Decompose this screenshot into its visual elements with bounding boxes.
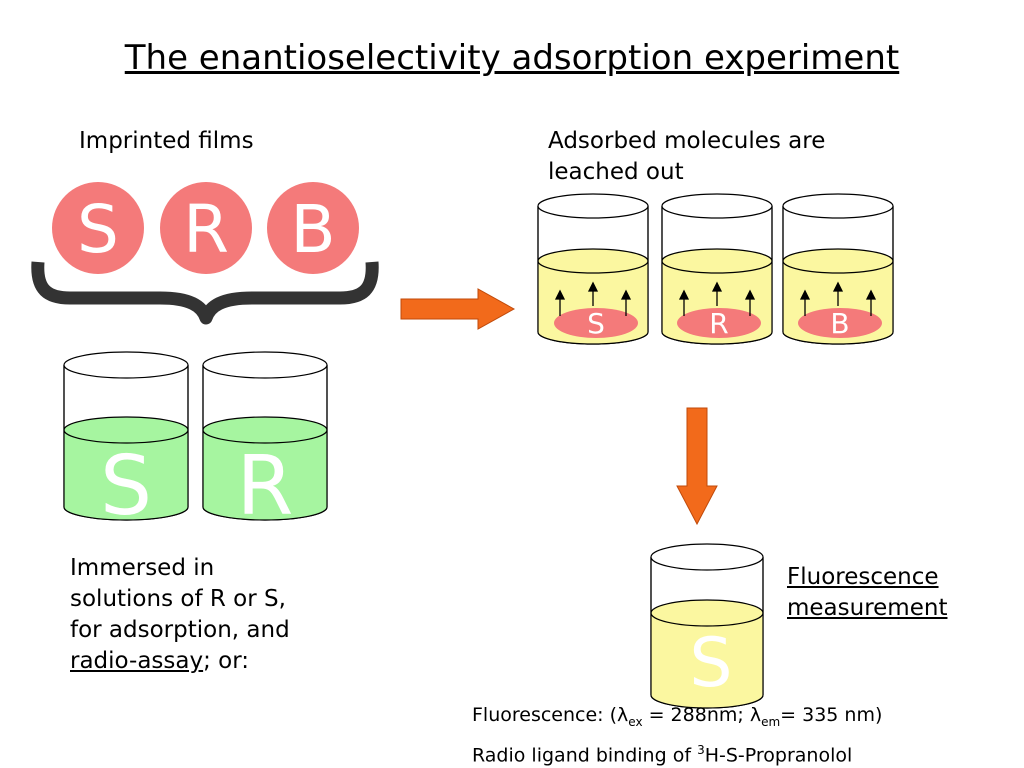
film-circle-s: S xyxy=(52,182,144,274)
yellow-label-s: S xyxy=(587,307,605,340)
radio-suffix: H-S-Propranolol xyxy=(704,744,853,767)
caption-line2: solutions of R or S, xyxy=(70,586,286,612)
release-arrows-b xyxy=(799,281,877,316)
fluor-prefix: Fluorescence: ( xyxy=(472,704,618,726)
beaker-b-yellow: B xyxy=(782,193,894,345)
caption-line3: for adsorption, and xyxy=(70,617,290,643)
measure-line1: Fluorescence xyxy=(787,564,939,590)
beaker-r-yellow: R xyxy=(661,193,773,345)
caption-line4: radio-assay; or: xyxy=(70,646,290,677)
em-subscript: em xyxy=(761,714,781,729)
page-title: The enantioselectivity adsorption experi… xyxy=(124,38,900,78)
result-label-s: S xyxy=(689,624,732,703)
caption-line1: Immersed in xyxy=(70,555,215,581)
beaker-s-result: S xyxy=(650,543,764,709)
film-circle-b: B xyxy=(267,182,359,274)
caption-tail: ; or: xyxy=(203,648,250,674)
beaker-label-r: R xyxy=(237,439,294,534)
fluorescence-measurement-label: Fluorescence measurement xyxy=(787,562,947,624)
radio-assay-link: radio-assay xyxy=(70,648,204,674)
leached-heading-line2: leached out xyxy=(548,159,684,185)
beaker-s-green: S xyxy=(63,351,189,534)
yellow-label-r: R xyxy=(709,307,728,340)
beaker-s-yellow: S xyxy=(537,193,649,345)
em-value: = 335 nm) xyxy=(780,704,883,726)
radio-prefix: Radio ligand binding of xyxy=(472,744,698,767)
release-arrows-s xyxy=(554,281,632,316)
film-label-r: R xyxy=(183,191,229,268)
yellow-label-b: B xyxy=(830,307,849,340)
beaker-r-green: R xyxy=(202,351,328,534)
release-arrows-r xyxy=(678,281,756,316)
ex-subscript: ex xyxy=(628,714,643,729)
lambda-em-symbol: λ xyxy=(749,704,762,726)
leached-heading-line1: Adsorbed molecules are xyxy=(548,128,826,154)
film-circle-r: R xyxy=(160,182,252,274)
ex-value: = 288nm; xyxy=(642,704,750,726)
imprinted-films-heading: Imprinted films xyxy=(79,128,254,154)
measure-line2: measurement xyxy=(787,595,948,621)
film-label-s: S xyxy=(77,191,119,268)
down-arrow xyxy=(676,407,718,526)
film-label-b: B xyxy=(290,191,335,268)
right-arrow xyxy=(400,288,516,330)
radio-superscript: 3 xyxy=(697,743,705,757)
beaker-label-s: S xyxy=(100,439,152,534)
immersion-caption: Immersed in solutions of R or S, for ads… xyxy=(70,553,290,677)
leached-heading: Adsorbed molecules are leached out xyxy=(548,126,825,188)
curly-brace xyxy=(31,261,379,325)
fluorescence-params: Fluorescence: (λex = 288nm; λem= 335 nm) xyxy=(472,703,882,734)
lambda-ex-symbol: λ xyxy=(617,704,629,726)
radio-ligand-line: Radio ligand binding of 3H-S-Propranolol xyxy=(472,738,852,767)
